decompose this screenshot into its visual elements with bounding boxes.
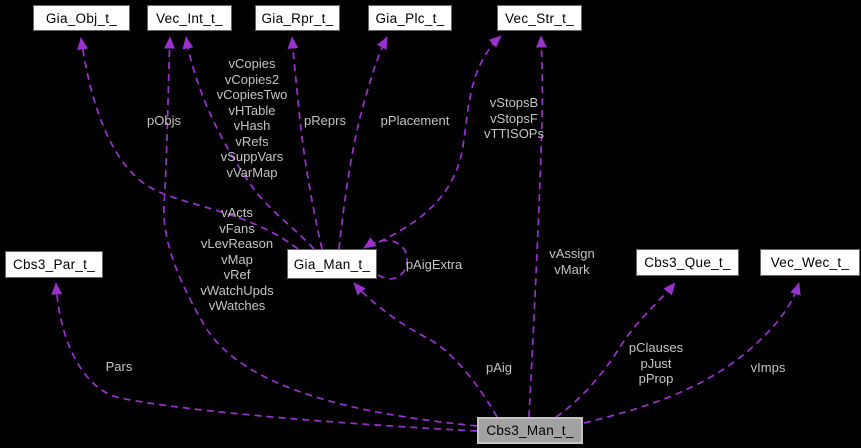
- edge-pAigExtra: [363, 237, 408, 280]
- node-cbs3-que-t[interactable]: Cbs3_Que_t_: [636, 249, 739, 276]
- edge-pReprs: [287, 36, 323, 250]
- edge-pClauses: [555, 282, 676, 418]
- edge-vActs: [163, 36, 478, 427]
- edge-vStops: [367, 35, 502, 248]
- edge-pObjs: [77, 37, 299, 250]
- edge-vCopies: [182, 36, 315, 250]
- edge-Pars: [51, 282, 478, 432]
- node-vec-wec-t[interactable]: Vec_Wec_t_: [760, 249, 860, 276]
- node-gia-man-t[interactable]: Gia_Man_t_: [287, 249, 377, 279]
- node-gia-rpr-t[interactable]: Gia_Rpr_t_: [255, 5, 340, 31]
- edge-pPlacement: [338, 36, 388, 250]
- edge-pAig: [353, 282, 498, 418]
- node-vec-int-t[interactable]: Vec_Int_t_: [147, 5, 232, 31]
- node-gia-plc-t[interactable]: Gia_Plc_t_: [368, 5, 452, 31]
- node-cbs3-par-t[interactable]: Cbs3_Par_t_: [5, 251, 103, 278]
- node-vec-str-t[interactable]: Vec_Str_t_: [497, 5, 582, 31]
- edge-vImps: [583, 282, 801, 424]
- edge-vAssign: [528, 35, 547, 418]
- node-gia-obj-t[interactable]: Gia_Obj_t_: [33, 5, 130, 31]
- node-cbs3-man-t-main[interactable]: Cbs3_Man_t_: [477, 417, 583, 444]
